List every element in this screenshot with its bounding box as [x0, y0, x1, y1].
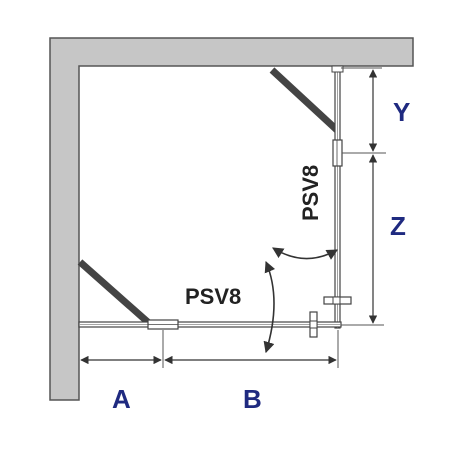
label-door-upper: PSV8: [298, 165, 323, 221]
label-dimension-z: Z: [390, 211, 406, 241]
wall-bracket-top: [331, 65, 344, 73]
label-door-lower: PSV8: [185, 284, 241, 309]
label-dimension-y: Y: [393, 97, 410, 127]
label-dimension-b: B: [243, 384, 262, 414]
wall-l-shape: [49, 37, 414, 401]
swing-arc-lower: [263, 260, 276, 354]
hinge-side-panel: [332, 139, 343, 167]
door-leaf-lower: [77, 259, 153, 327]
door-leaf-upper: [269, 67, 341, 134]
label-dimension-a: A: [112, 384, 131, 414]
swing-arc-upper: [272, 247, 338, 260]
